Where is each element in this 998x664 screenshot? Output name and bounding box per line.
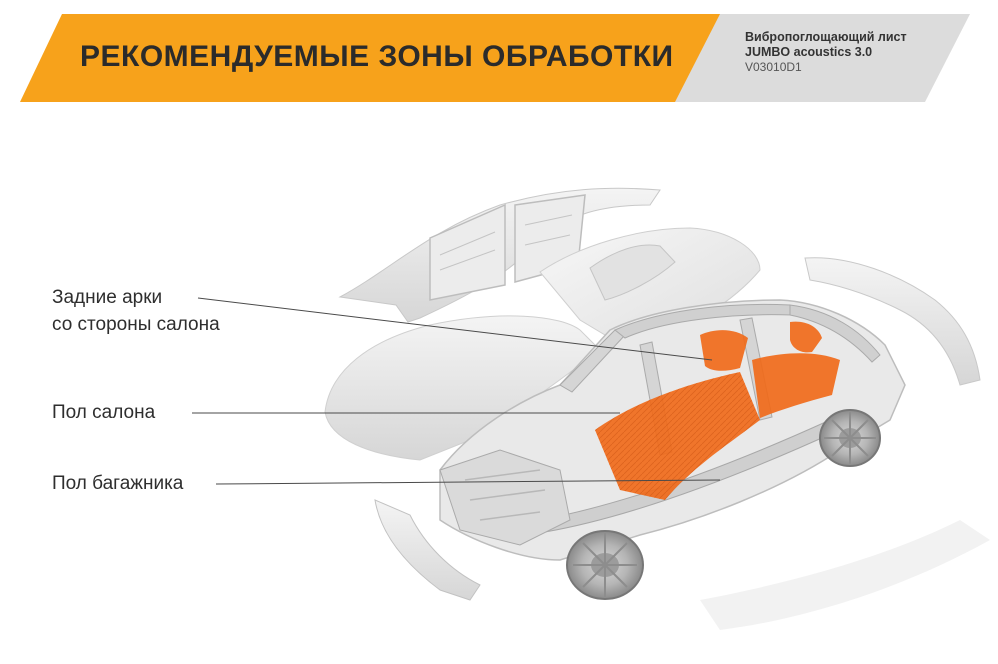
callout-rear-arches: Задние арки со стороны салона <box>52 284 220 338</box>
product-code: V03010D1 <box>745 60 802 74</box>
front-wheel <box>566 530 644 600</box>
product-info: Вибропоглощающий лист JUMBO acoustics 3.… <box>745 30 907 75</box>
callout-rear-arches-line2: со стороны салона <box>52 314 220 335</box>
callout-cabin-floor: Пол салона <box>52 399 155 426</box>
trunk-floor-zone <box>752 353 840 418</box>
product-model: JUMBO acoustics 3.0 <box>745 45 873 59</box>
callout-rear-arches-line1: Задние арки <box>52 287 163 308</box>
product-name: Вибропоглощающий лист <box>745 30 907 44</box>
leader-line-trunk-floor <box>215 479 721 485</box>
leader-line-rear-arches <box>197 297 713 361</box>
banner-shape <box>20 14 970 102</box>
callout-cabin-floor-label: Пол салона <box>52 402 156 423</box>
rear-wheel <box>819 409 881 467</box>
callout-trunk-floor-label: Пол багажника <box>52 473 184 494</box>
treatment-zones <box>595 321 840 500</box>
floor-reflection <box>700 520 990 630</box>
callout-trunk-floor: Пол багажника <box>52 470 183 497</box>
rear-arch-zone-right <box>790 321 822 353</box>
rear-arch-zone-left <box>700 330 748 371</box>
page-title: РЕКОМЕНДУЕМЫЕ ЗОНЫ ОБРАБОТКИ <box>80 40 674 73</box>
car-illustration <box>192 187 990 630</box>
header-banner: РЕКОМЕНДУЕМЫЕ ЗОНЫ ОБРАБОТКИ Вибропоглощ… <box>0 0 998 110</box>
title-ribbon <box>20 14 720 102</box>
hood-panel <box>324 315 601 461</box>
rear-bumper <box>804 257 981 386</box>
